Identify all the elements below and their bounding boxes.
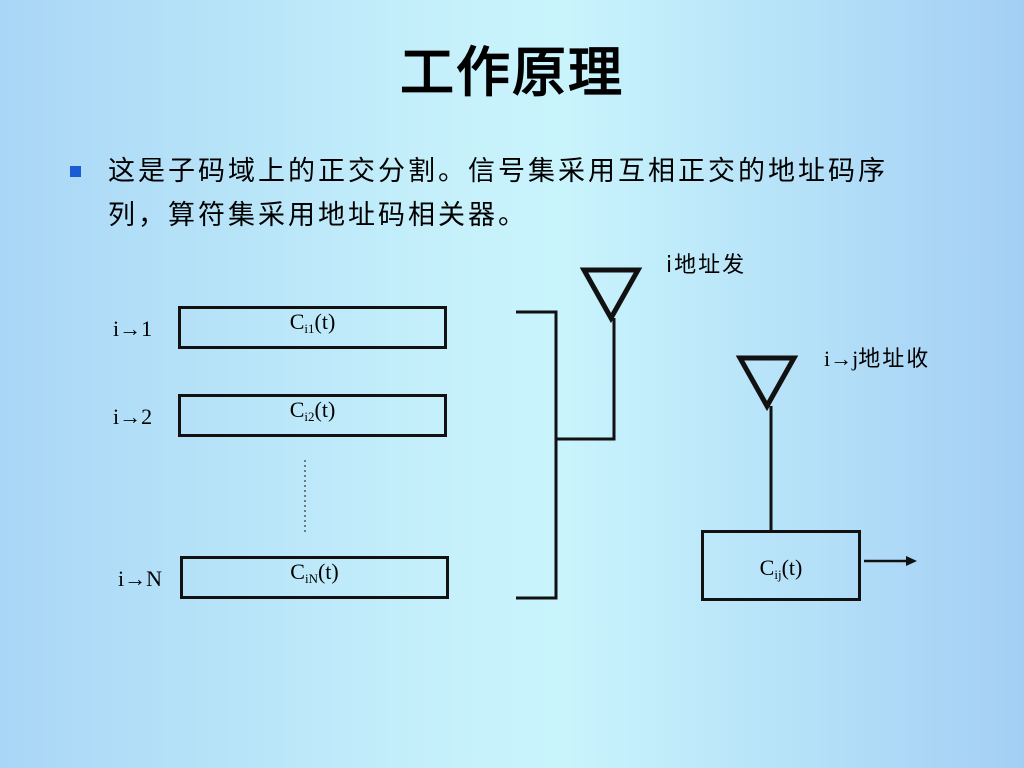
code-base: C [759,555,775,580]
rx-label: i→j地址收 [824,341,930,373]
rx-label-prefix: i→j [824,346,859,371]
bullet-text: 这是子码域上的正交分割。信号集采用互相正交的地址码序列，算符集采用地址码相关器。 [108,156,888,231]
row-label-2: i→2 [113,404,153,429]
tx-feed-line [556,318,616,441]
bullet-icon [70,166,81,177]
code-sub: iN [304,571,318,586]
code-suffix: (t) [781,555,803,580]
code-base: C [290,559,305,584]
row-label-n: i→N [118,566,162,591]
rx-label-cjk: 地址收 [858,347,931,372]
code-base: C [289,397,305,422]
code-sub: ij [774,567,782,582]
output-arrow-icon [906,556,917,566]
code-box-2: Ci2(t) [178,394,447,437]
code-suffix: (t) [314,309,336,334]
code-suffix: (t) [317,559,339,584]
code-sub: i2 [304,409,315,424]
rx-antenna-icon [735,355,799,412]
code-sub: i1 [304,321,315,336]
tx-label: i地址发 [666,253,747,278]
code-box-n: CiN(t) [180,556,449,599]
correlator-box: Cij(t) [701,530,861,601]
slide-title: 工作原理 [400,40,624,104]
code-suffix: (t) [314,397,336,422]
tx-antenna-icon [579,267,643,324]
code-base: C [289,309,305,334]
code-box-1: Ci1(t) [178,306,447,349]
row-label-1: i→1 [113,316,153,341]
combiner-bracket [516,310,558,600]
